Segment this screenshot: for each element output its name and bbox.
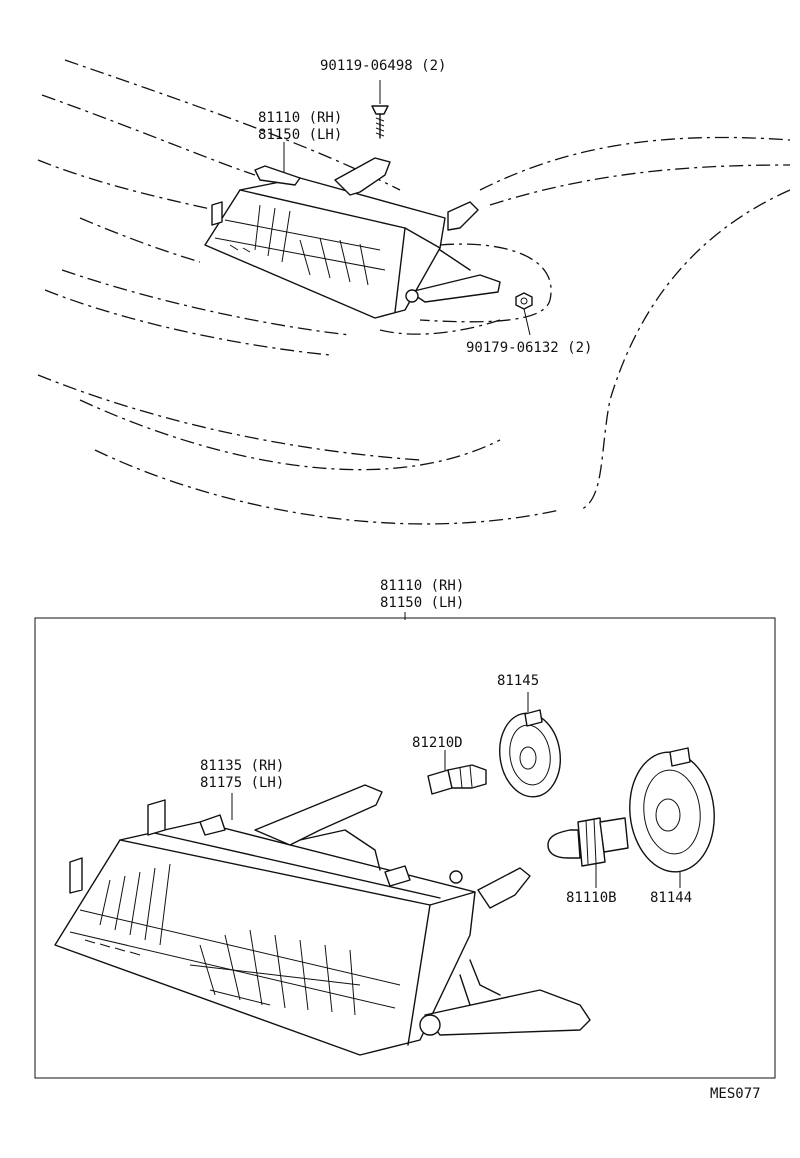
callout-cover: 81145 — [497, 673, 539, 689]
vehicle-body-outline — [37, 59, 791, 525]
callout-side-bulb: 81210D — [412, 735, 463, 751]
callout-box-lh: 81150 (LH) — [380, 595, 464, 611]
exploded-view-frame — [34, 617, 776, 1079]
side-bulb-icon — [427, 750, 487, 795]
figure-code: MES077 — [710, 1086, 761, 1102]
callout-main-bulb: 81110B — [566, 890, 617, 906]
bulb-cover-icon — [499, 692, 561, 798]
callout-unit-top-rh: 81110 (RH) — [258, 110, 342, 126]
top-headlamp-assembly — [204, 157, 501, 319]
callout-unit-top-lh: 81150 (LH) — [258, 127, 342, 143]
callout-socket-cover: 81144 — [650, 890, 692, 906]
headlamp-housing — [54, 784, 591, 1056]
callout-nut: 90179-06132 (2) — [466, 340, 592, 356]
callout-bolt: 90119-06498 (2) — [320, 58, 446, 74]
callout-box-rh: 81110 (RH) — [380, 578, 464, 594]
bolt-icon — [371, 80, 389, 139]
socket-cover-icon — [629, 747, 715, 888]
callout-housing-lh: 81175 (LH) — [200, 775, 284, 791]
main-bulb-icon — [547, 817, 629, 888]
nut-icon — [515, 292, 533, 336]
callout-housing-rh: 81135 (RH) — [200, 758, 284, 774]
